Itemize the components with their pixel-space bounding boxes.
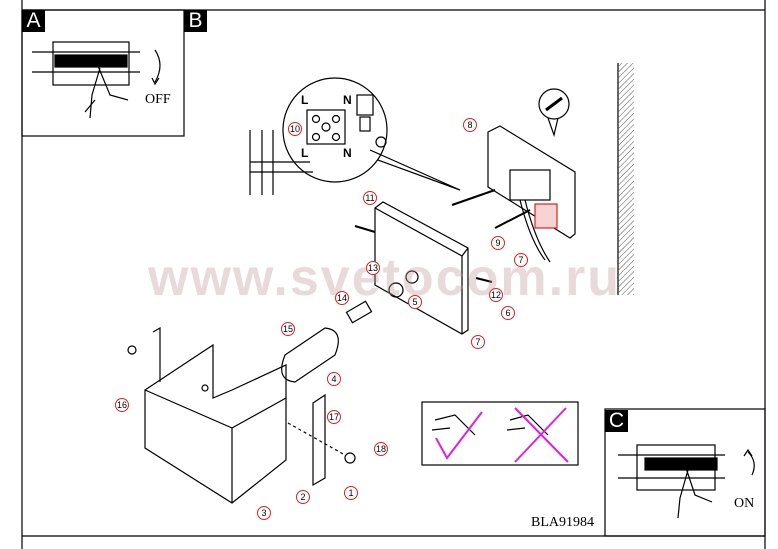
- side-plate: [312, 393, 326, 487]
- breaker-switch-icon: [32, 41, 161, 119]
- part-callout: 10: [288, 122, 302, 136]
- knob: [344, 452, 356, 464]
- part-callout: 12: [489, 288, 503, 302]
- terminal-detail: [282, 77, 388, 183]
- shade: [144, 343, 287, 504]
- part-callout: 1: [344, 486, 358, 500]
- part-callout: 18: [374, 442, 388, 456]
- model-code: BLA91984: [531, 515, 594, 530]
- part-callout: 9: [491, 236, 505, 250]
- panel-a-tag: A: [22, 10, 45, 32]
- check-icon: [435, 411, 483, 460]
- terminal-l-bottom: L: [301, 146, 309, 160]
- part-callout: 17: [327, 410, 341, 424]
- handling-instructions: [421, 401, 579, 466]
- part-callout: 2: [296, 490, 310, 504]
- part-callout: 4: [327, 372, 341, 386]
- cross-icon: [514, 407, 569, 463]
- screw: [494, 209, 531, 229]
- part-callout: 13: [366, 261, 380, 275]
- part-callout: 14: [335, 291, 349, 305]
- on-label: ON: [734, 496, 755, 511]
- panel-b-tag: B: [184, 10, 207, 32]
- screw: [451, 189, 496, 206]
- part-callout: 8: [463, 118, 477, 132]
- part-callout: 6: [501, 306, 515, 320]
- part-callout: 15: [281, 322, 295, 336]
- bulb: [281, 327, 339, 383]
- part-callout: 7: [514, 253, 528, 267]
- panel-c: [604, 408, 766, 537]
- lampholder: [345, 300, 373, 324]
- watermark: www.svetocom.ru: [148, 249, 622, 307]
- wall: [618, 63, 634, 295]
- part-callout: 16: [115, 398, 129, 412]
- terminal-l-top: L: [301, 93, 309, 107]
- panel-c-tag: C: [605, 410, 628, 432]
- off-label: OFF: [145, 92, 171, 107]
- terminal-n-bottom: N: [343, 146, 352, 160]
- terminal-n-top: N: [343, 93, 352, 107]
- part-callout: 11: [363, 191, 377, 205]
- terminal-block: [534, 203, 558, 229]
- breaker-switch-icon: [618, 444, 755, 519]
- part-callout: 5: [408, 295, 422, 309]
- lamp-body: [374, 201, 469, 335]
- panel-a: [21, 9, 185, 137]
- mounting-plate: [487, 125, 576, 239]
- part-callout: 3: [257, 506, 271, 520]
- part-callout: 7: [471, 335, 485, 349]
